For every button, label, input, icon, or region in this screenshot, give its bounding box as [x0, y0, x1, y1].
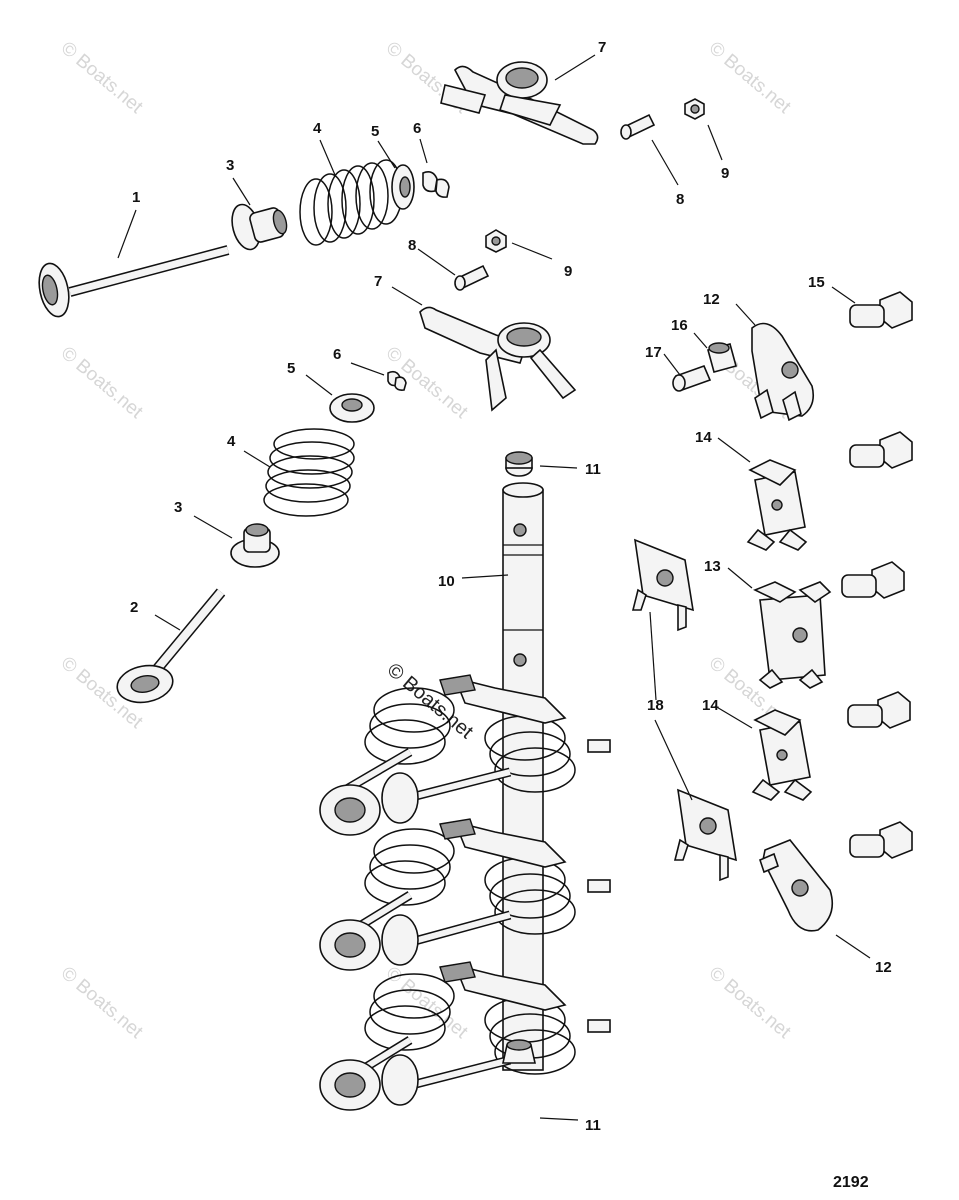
valve-spring-upper — [299, 159, 403, 246]
callout-12: 12 — [875, 959, 892, 976]
callout-16: 16 — [671, 317, 688, 334]
callout-3: 3 — [174, 499, 182, 516]
callout-5: 5 — [287, 360, 295, 377]
callout-9: 9 — [721, 165, 729, 182]
bolt-15-e — [849, 821, 913, 859]
callouts: 1 2 3 3 4 4 5 5 6 6 7 7 8 8 9 9 10 11 11… — [130, 39, 892, 1134]
pivot-pin-middle — [454, 264, 490, 291]
callout-5: 5 — [371, 123, 379, 140]
bolt-15-c — [841, 561, 905, 599]
callout-6: 6 — [413, 120, 421, 137]
shaft-retainer-12-lower — [759, 839, 834, 932]
spring-retainer-middle — [329, 393, 375, 423]
shaft-cap-upper — [505, 451, 533, 477]
callout-11: 11 — [585, 461, 601, 478]
bolt-15-b — [849, 431, 913, 469]
callout-2: 2 — [130, 599, 138, 616]
clip-13 — [753, 581, 832, 689]
leader-lines — [117, 54, 871, 1121]
callout-9: 9 — [564, 263, 572, 280]
nut-upper — [684, 98, 705, 120]
valve-keepers-upper — [422, 171, 450, 198]
callout-4: 4 — [313, 120, 322, 137]
bolt-15-d — [847, 691, 911, 729]
callout-8: 8 — [676, 191, 684, 208]
watermark: © Boats.net — [57, 343, 147, 424]
callout-10: 10 — [438, 573, 455, 590]
pivot-pin-upper — [620, 113, 656, 140]
clip-14-upper — [746, 459, 808, 551]
callout-13: 13 — [704, 558, 721, 575]
callout-3: 3 — [226, 157, 234, 174]
spacer-16 — [707, 342, 737, 373]
spring-retainer-upper — [391, 164, 415, 210]
valve-seal-upper — [231, 203, 288, 251]
rocker-shaft — [502, 482, 544, 1071]
plate-18-lower — [673, 788, 737, 882]
callout-4: 4 — [227, 433, 236, 450]
shaft-retainer-12-upper — [751, 322, 815, 422]
callout-17: 17 — [645, 344, 662, 361]
callout-8: 8 — [408, 237, 416, 254]
valve-keepers-middle — [387, 370, 407, 391]
plate-18-upper — [631, 538, 694, 632]
callout-1: 1 — [132, 189, 140, 206]
callout-14: 14 — [695, 429, 712, 446]
callout-12: 12 — [703, 291, 720, 308]
callout-7: 7 — [374, 273, 382, 290]
watermark: © Boats.net — [705, 963, 795, 1044]
callout-6: 6 — [333, 346, 341, 363]
callout-11: 11 — [585, 1117, 601, 1134]
callout-14: 14 — [702, 697, 719, 714]
callout-15: 15 — [808, 274, 825, 291]
valve-upper — [38, 245, 230, 318]
rocker-arm-upper — [440, 61, 599, 145]
watermark: © Boats.net — [57, 38, 147, 119]
callout-7: 7 — [598, 39, 606, 56]
bushing-17 — [672, 364, 712, 392]
clip-14-lower — [751, 709, 813, 801]
bolt-15-a — [849, 291, 913, 329]
assembly-group-2 — [319, 818, 611, 971]
figure-number: 2192 — [833, 1174, 869, 1191]
nut-middle — [485, 229, 507, 253]
shaft-cap-lower — [502, 1039, 536, 1064]
watermark: © Boats.net — [57, 963, 147, 1044]
valve-lower — [116, 588, 226, 704]
rocker-arm-middle — [419, 306, 577, 412]
valve-seal-middle — [230, 523, 280, 568]
callout-18: 18 — [647, 697, 664, 714]
assembly-group-1 — [319, 674, 611, 836]
watermark: © Boats.net — [705, 38, 795, 119]
valve-spring-middle — [263, 428, 355, 517]
assembly-group-3 — [319, 961, 611, 1111]
